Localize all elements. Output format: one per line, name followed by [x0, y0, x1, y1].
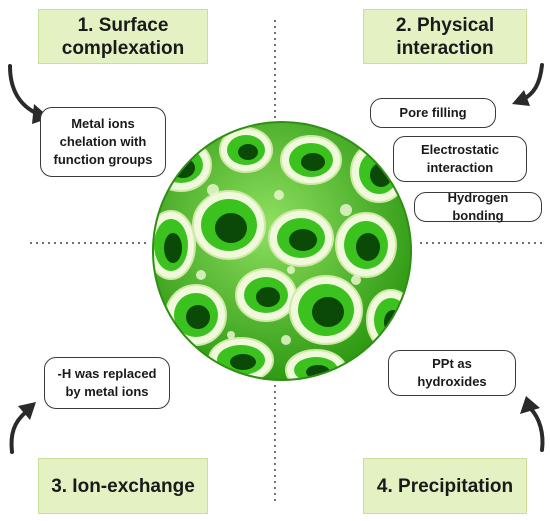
- detail-electrostatic-interaction: Electrostatic interaction: [393, 136, 527, 182]
- mechanism-title-surface-complexation: 1. Surface complexation: [38, 9, 208, 64]
- curved-arrow-icon: [9, 402, 36, 454]
- mechanism-title-ion-exchange: 3. Ion-exchange: [38, 458, 208, 514]
- detail-text: Metal ions chelation with function group…: [53, 116, 153, 167]
- curved-arrow-icon: [520, 396, 545, 452]
- mechanism-title-precipitation: 4. Precipitation: [363, 458, 527, 514]
- detail-h-replaced-by-metal-ions: -H was replaced by metal ions: [44, 357, 170, 409]
- detail-metal-ion-chelation: Metal ions chelation with function group…: [40, 107, 166, 177]
- mechanism-title-physical-interaction: 2. Physical interaction: [363, 9, 527, 64]
- detail-text: PPt as hydroxides: [417, 356, 487, 389]
- detail-pore-filling: Pore filling: [370, 98, 496, 128]
- mechanism-title-text: 2. Physical interaction: [395, 14, 495, 59]
- detail-text: Hydrogen bonding: [447, 190, 509, 223]
- detail-text: -H was replaced by metal ions: [57, 366, 157, 399]
- mechanism-title-text: 4. Precipitation: [376, 475, 514, 497]
- detail-ppt-as-hydroxides: PPt as hydroxides: [388, 350, 516, 396]
- detail-text: Pore filling: [399, 105, 467, 120]
- mechanism-title-text: 3. Ion-exchange: [51, 475, 195, 497]
- detail-text: Electrostatic interaction: [420, 142, 500, 175]
- mechanism-title-text: 1. Surface complexation: [61, 14, 185, 59]
- detail-hydrogen-bonding: Hydrogen bonding: [414, 190, 542, 223]
- curved-arrow-icon: [512, 63, 544, 106]
- porous-adsorbent-sphere: [152, 121, 412, 381]
